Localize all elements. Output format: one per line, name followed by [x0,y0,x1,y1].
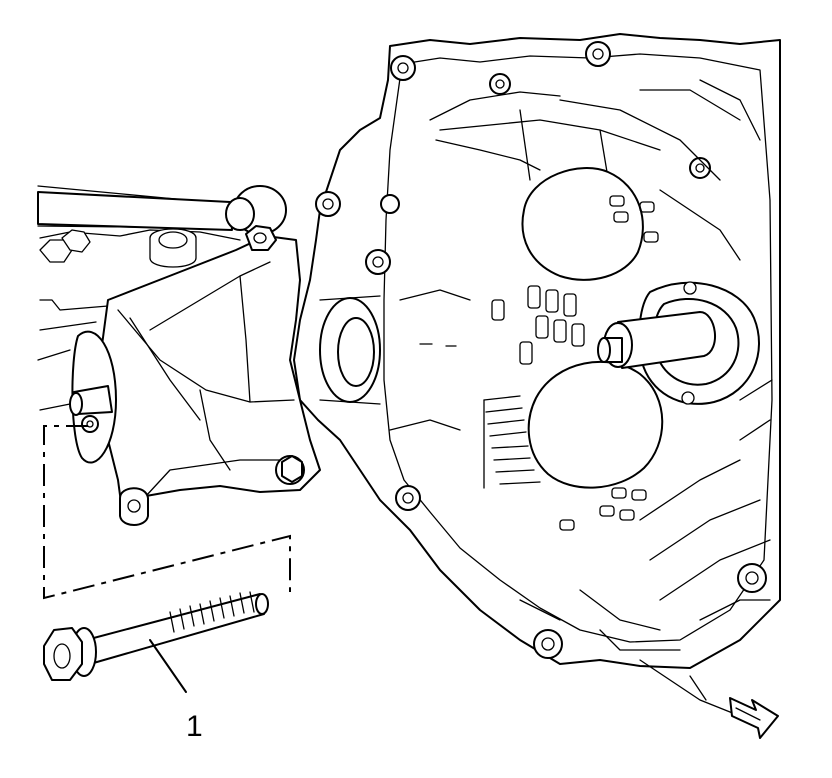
front-direction-arrow-icon [729,697,779,739]
transmission-mount-bracket [37,185,321,526]
engine-block-background [37,185,241,411]
callout-leader-dashed [43,425,291,600]
callout-1-label: 1 [186,710,203,743]
transmission-case [293,33,781,721]
mounting-bolt [43,591,269,693]
